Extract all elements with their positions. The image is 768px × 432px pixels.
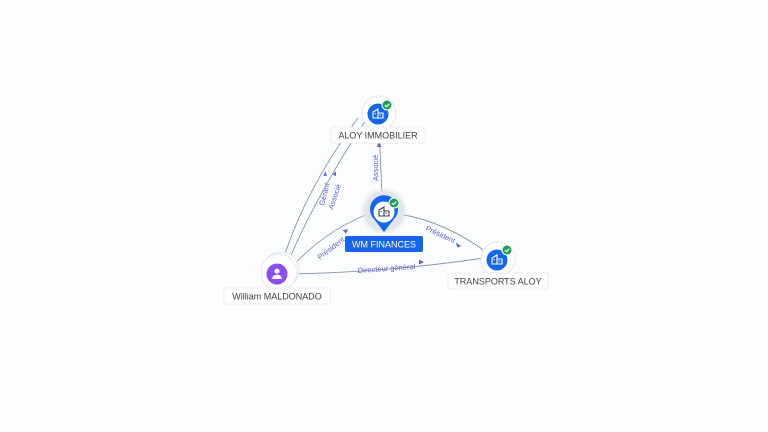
- node-label-wm-finances: WM FINANCES: [352, 240, 416, 250]
- building-icon: [491, 254, 503, 265]
- edge-label-wm-aloy: Associé: [371, 155, 380, 181]
- node-wm-finances[interactable]: WM FINANCES: [345, 186, 423, 252]
- node-william-maldonado[interactable]: William MALDONADO: [223, 251, 331, 305]
- node-label-william-maldonado: William MALDONADO: [232, 292, 322, 302]
- verified-check-icon: [388, 197, 400, 209]
- node-label-box: [345, 236, 423, 252]
- edge-label-wm-transports: Président: [424, 224, 457, 246]
- node-aloy-immobilier[interactable]: ALOY IMMOBILIER: [330, 95, 426, 144]
- node-label-aloy-immobilier: ALOY IMMOBILIER: [338, 131, 418, 141]
- verified-check-icon: [381, 99, 393, 111]
- person-icon: [272, 268, 282, 279]
- node-label-transports-aloy: TRANSPORTS ALOY: [454, 277, 541, 287]
- node-label-box: [223, 287, 331, 305]
- building-icon: [372, 108, 384, 119]
- verified-check-icon: [501, 244, 513, 256]
- edge-label-william-transports: Directeur général: [358, 262, 416, 275]
- node-label-box: [447, 272, 549, 290]
- edge-william-transports[interactable]: Directeur général: [291, 257, 485, 275]
- edge-label-william-wm: Président: [316, 234, 347, 261]
- node-transports-aloy[interactable]: TRANSPORTS ALOY: [447, 241, 549, 290]
- building-icon: [378, 206, 390, 217]
- node-label-box: [330, 126, 426, 144]
